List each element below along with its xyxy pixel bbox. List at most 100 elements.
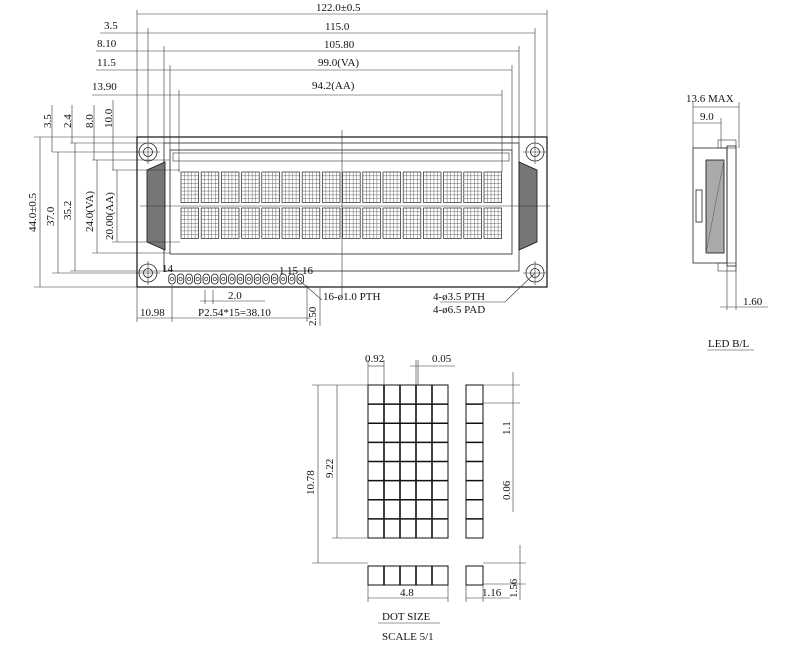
- character-cell: [221, 207, 240, 239]
- pin-pad: [202, 273, 210, 285]
- under-1-56: 1.56: [508, 578, 520, 598]
- character-cell: [483, 171, 502, 203]
- note-mount-holes-2: 4-ø6.5 PAD: [433, 304, 485, 316]
- dim-pin-2-0: 2.0: [228, 290, 242, 302]
- character-cell: [423, 207, 442, 239]
- viewing-area: [169, 149, 513, 255]
- character-cell: [342, 171, 361, 203]
- dim-bezel-width: 105.80: [324, 39, 355, 51]
- pin-14-label: 14: [162, 263, 174, 275]
- character-cell: [322, 171, 341, 203]
- dot-gap: 0.05: [432, 353, 452, 365]
- pin-pad: [296, 273, 304, 285]
- side-view: 13.6 MAX 9.0 1.60 LED B/L: [686, 93, 768, 351]
- dim-aa-width: 94.2(AA): [312, 80, 355, 92]
- pin-pad: [168, 273, 176, 285]
- character-cell: [221, 171, 240, 203]
- note-pin-holes: 16-ø1.0 PTH: [323, 291, 381, 303]
- pin-pad: [245, 273, 253, 285]
- character-cell: [463, 207, 482, 239]
- character-cell: [443, 171, 462, 203]
- character-cell: [463, 171, 482, 203]
- dot-column-detail: [465, 384, 484, 539]
- dim-hole-pitch-h: 37.0: [45, 206, 57, 226]
- character-cell: [382, 171, 401, 203]
- viewing-area-inner: [172, 152, 510, 162]
- character-cell: [402, 171, 422, 203]
- pin-pad: [253, 273, 262, 285]
- pin-pad: [279, 273, 287, 285]
- pin-pad: [236, 273, 244, 285]
- pin-pad: [262, 273, 270, 285]
- side-pcb: [726, 145, 737, 267]
- pin-1-label: 1: [279, 265, 285, 277]
- note-mount-holes-1: 4-ø3.5 PTH: [433, 291, 485, 303]
- pin-pad: [176, 273, 185, 285]
- side-tab-top: [717, 139, 737, 149]
- dot-width: 0.92: [365, 353, 384, 365]
- char-width: 4.8: [400, 587, 414, 599]
- character-cell: [362, 171, 381, 203]
- character-cell: [443, 207, 462, 239]
- character-cell: [180, 171, 199, 203]
- character-cell: [261, 207, 280, 239]
- dim-v-8-0: 8.0: [84, 114, 96, 128]
- character-cell: [301, 171, 321, 203]
- dim-va-height: 24.0(VA): [84, 191, 96, 232]
- side-depth: 9.0: [700, 111, 714, 123]
- side-connector: [695, 189, 703, 223]
- front-view: 14 15 16 1 122.0±0.5 115.0 105.80 99.0(V…: [27, 2, 550, 326]
- character-cell: [200, 171, 220, 203]
- side-label: LED B/L: [708, 338, 750, 350]
- character-cell: [362, 207, 381, 239]
- left-dimensions: 44.0±0.5 37.0 35.2 24.0(VA) 20.00(AA) 3.…: [27, 100, 180, 288]
- character-cell: [402, 207, 422, 239]
- character-cell: [423, 171, 442, 203]
- pin-pad: [270, 273, 279, 285]
- dim-11-5: 11.5: [97, 57, 116, 69]
- pin-pad: [219, 273, 227, 285]
- pin-pad: [288, 273, 296, 285]
- character-cell: [241, 171, 260, 203]
- character-cell: [281, 207, 300, 239]
- dot-matrix: [367, 384, 449, 539]
- character-cell: [180, 207, 199, 239]
- pin-pad: [211, 273, 219, 285]
- dim-v-3-5: 3.5: [42, 114, 54, 128]
- character-cell: [261, 171, 280, 203]
- dim-3-5: 3.5: [104, 20, 118, 32]
- dim-pin-2-50: 2.50: [307, 306, 319, 326]
- character-cell: [301, 207, 321, 239]
- pin-row: [168, 273, 304, 285]
- character-cell: [241, 207, 260, 239]
- character-cell: [382, 207, 401, 239]
- dim-v-10-0: 10.0: [103, 108, 115, 128]
- dim-total-width: 122.0±0.5: [316, 2, 361, 14]
- dim-va-width: 99.0(VA): [318, 57, 359, 69]
- dot-size-title: DOT SIZE: [382, 611, 431, 623]
- pin-15-label: 15: [287, 265, 299, 277]
- pin-pad: [185, 273, 193, 285]
- pin-pad: [228, 273, 236, 285]
- gap-0-06: 0.06: [501, 480, 513, 500]
- dim-bezel-height: 35.2: [62, 201, 74, 220]
- dim-aa-height: 20.00(AA): [104, 192, 116, 240]
- pitch-1-1: 1.1: [501, 421, 513, 435]
- pin-pad: [194, 273, 202, 285]
- cursor-row: [367, 565, 484, 586]
- pitch-1-16: 1.16: [482, 587, 502, 599]
- pin-16-label: 16: [302, 265, 314, 277]
- bezel-outline: [163, 142, 520, 272]
- side-max-thickness: 13.6 MAX: [686, 93, 734, 105]
- character-cell: [322, 207, 341, 239]
- character-cell: [342, 207, 361, 239]
- dim-total-height: 44.0±0.5: [27, 192, 39, 232]
- dot-size-scale: SCALE 5/1: [382, 631, 434, 643]
- top-dimensions: 122.0±0.5 115.0 105.80 99.0(VA) 94.2(AA)…: [92, 2, 548, 172]
- dot-size-detail: 0.92 0.05 10.78 9.22 1.1 0.06 1.56 4.8 1…: [305, 353, 526, 643]
- dim-pin-pitch: P2.54*15=38.10: [198, 307, 271, 319]
- char-height: 10.78: [305, 470, 317, 495]
- character-cell: [281, 171, 300, 203]
- dim-8-10: 8.10: [97, 38, 117, 50]
